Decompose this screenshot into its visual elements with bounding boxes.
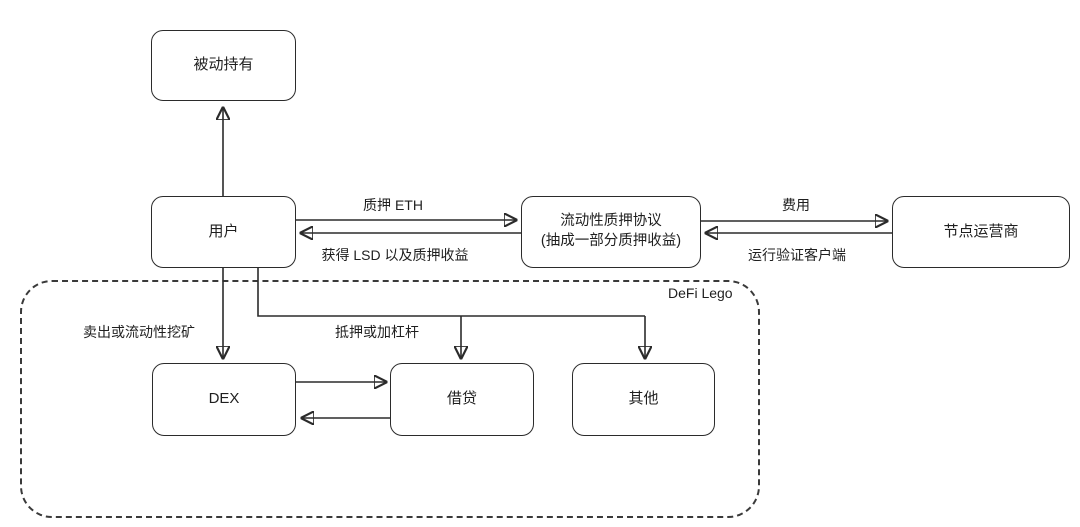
- defi-lego-group-label: DeFi Lego: [668, 285, 733, 301]
- edge-label-sell-or-mine: 卖出或流动性挖矿: [83, 324, 195, 340]
- node-dex-label: DEX: [208, 390, 240, 408]
- edge-label-receive-lsd: 获得 LSD 以及质押收益: [321, 247, 469, 263]
- node-lending: 借贷: [390, 363, 534, 436]
- defi-lego-group-border: [20, 280, 760, 518]
- node-protocol-label-line1: 流动性质押协议: [560, 213, 662, 230]
- node-dex: DEX: [152, 363, 296, 436]
- branch-user-to-lending-other: [257, 268, 645, 317]
- edge-label-stake-eth: 质押 ETH: [363, 197, 423, 213]
- node-protocol-label-line2: (抽成一部分质押收益): [540, 233, 682, 249]
- node-passive-holding-label: 被动持有: [193, 56, 254, 74]
- node-user-label: 用户: [208, 222, 239, 240]
- node-passive-holding: 被动持有: [151, 30, 296, 101]
- edge-label-run-client: 运行验证客户端: [748, 247, 846, 263]
- edge-label-collateral-leverage: 抵押或加杠杆: [335, 324, 419, 340]
- node-liquid-staking-protocol: 流动性质押协议 (抽成一部分质押收益): [521, 196, 701, 268]
- node-other-label: 其他: [628, 390, 659, 408]
- node-lending-label: 借贷: [446, 390, 477, 408]
- node-user: 用户: [151, 196, 296, 268]
- node-node-operator: 节点运营商: [892, 196, 1070, 268]
- node-node-operator-label: 节点运营商: [943, 222, 1019, 240]
- edge-label-fee: 费用: [782, 197, 810, 213]
- node-other: 其他: [572, 363, 715, 436]
